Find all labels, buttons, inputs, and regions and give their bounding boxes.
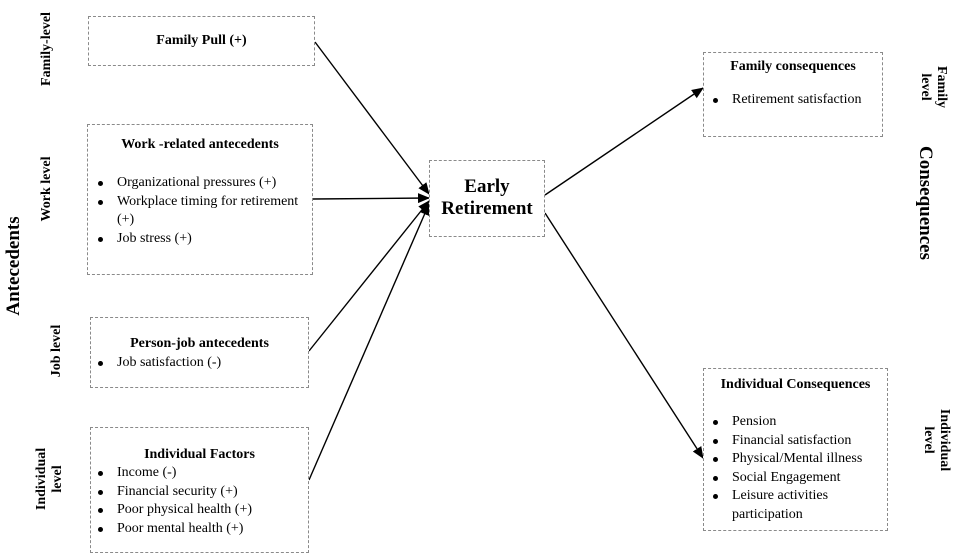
individual-level-left-line2: level [50,465,65,493]
list-item: Poor physical health (+) [95,501,307,520]
person-job-antecedents-box: Person-job antecedents Job satisfaction … [90,317,309,388]
antecedents-label: Antecedents [3,216,24,316]
individual-level-left-label: Individual level [34,448,66,510]
individual-level-right-line2: level [921,426,936,454]
family-level-right-line1: Family [934,66,949,108]
list-item: Job satisfaction (-) [95,354,300,373]
family-level-right-line2: level [918,73,933,101]
list-item: Financial security (+) [95,483,307,502]
list-item: Job stress (+) [95,230,305,249]
arrow-person-job-to-early-retirement [308,200,430,352]
individual-consequences-list: Pension Financial satisfaction Physical/… [710,413,885,524]
arrow-early-retirement-to-individual-consequences [544,212,704,459]
work-related-antecedents-box: Work -related antecedents Organizational… [87,124,313,275]
individual-consequences-box: Individual Consequences Pension Financia… [703,368,888,531]
list-item: Income (-) [95,464,307,483]
arrow-family-pull-to-early-retirement [314,41,430,195]
individual-factors-box: Individual Factors Income (-) Financial … [90,427,309,553]
work-related-antecedents-title: Work -related antecedents [121,137,279,152]
individual-level-right-label: Individual level [920,409,952,471]
family-pull-title: Family Pull (+) [156,33,247,48]
early-retirement-box: Early Retirement [429,160,545,237]
list-item: Retirement satisfaction [710,91,880,110]
list-item: Organizational pressures (+) [95,174,305,193]
individual-level-right-line1: Individual [937,408,952,472]
list-item: Leisure activities participation [710,487,885,524]
job-level-label: Job level [49,324,64,378]
individual-factors-list: Income (-) Financial security (+) Poor p… [95,464,307,538]
list-item: Financial satisfaction [710,432,885,451]
consequences-label: Consequences [915,145,936,261]
list-item: Poor mental health (+) [95,520,307,539]
individual-factors-title: Individual Factors [144,447,255,462]
early-retirement-line2: Retirement [441,198,533,219]
family-pull-box: Family Pull (+) [88,16,315,66]
family-consequences-title: Family consequences [730,59,856,74]
family-consequences-box: Family consequences Retirement satisfact… [703,52,883,137]
list-item: Physical/Mental illness [710,450,885,469]
individual-consequences-title: Individual Consequences [720,377,871,392]
person-job-antecedents-title: Person-job antecedents [130,336,269,351]
work-level-label: Work level [39,156,54,222]
list-item: Social Engagement [710,469,885,488]
arrow-individual-factors-to-early-retirement [308,203,430,481]
early-retirement-line1: Early [464,176,510,197]
list-item: Pension [710,413,885,432]
individual-level-left-line1: Individual [34,447,49,511]
arrow-early-retirement-to-family-consequences [544,87,704,196]
family-consequences-list: Retirement satisfaction [710,91,880,110]
person-job-antecedents-list: Job satisfaction (-) [95,354,300,373]
family-level-left-label: Family-level [39,12,54,86]
list-item: Workplace timing for retirement (+) [95,193,305,230]
arrow-work-related-to-early-retirement [312,193,430,204]
family-level-right-label: Family level [917,66,949,108]
work-related-antecedents-list: Organizational pressures (+) Workplace t… [95,174,305,248]
